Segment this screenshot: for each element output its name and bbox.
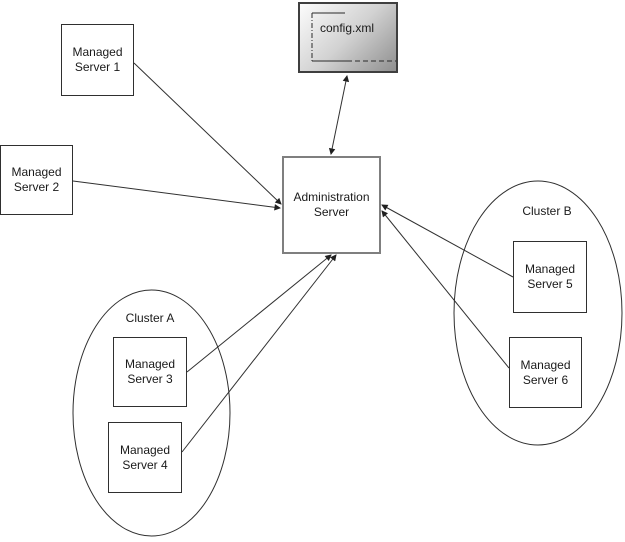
managed-server-2-label: Managed Server 2: [11, 165, 62, 194]
managed-server-6-label: Managed Server 6: [520, 357, 571, 387]
arrow-admin-config-twoway: [328, 75, 350, 155]
node-managed-server-4: Managed Server 4: [108, 422, 182, 493]
node-managed-server-6: Managed Server 6: [509, 337, 582, 408]
managed-server-3-label: Managed Server 3: [124, 357, 176, 386]
arrow-ms5-to-admin: [381, 204, 514, 278]
administration-server-label: Administration Server: [293, 190, 370, 219]
managed-server-1-label: Managed Server 1: [72, 45, 123, 74]
arrow-ms6-to-admin: [381, 210, 510, 369]
arrow-ms2-to-admin: [72, 180, 281, 211]
arrow-ms3-to-admin: [186, 254, 332, 373]
node-managed-server-2: Managed Server 2: [0, 145, 73, 215]
node-administration-server: Administration Server: [282, 156, 381, 254]
node-managed-server-1: Managed Server 1: [61, 24, 134, 96]
node-config-xml: config.xml: [298, 2, 398, 73]
managed-server-5-label: Managed Server 5: [524, 262, 576, 291]
arrow-ms4-to-admin: [181, 254, 337, 453]
cluster-b-label: Cluster B: [522, 204, 572, 218]
managed-server-4-label: Managed Server 4: [119, 442, 171, 472]
config-xml-label: config.xml: [320, 21, 375, 35]
arrow-ms1-to-admin: [133, 62, 282, 205]
cluster-a-label: Cluster A: [125, 311, 175, 325]
node-managed-server-3: Managed Server 3: [113, 337, 187, 407]
node-managed-server-5: Managed Server 5: [513, 241, 587, 313]
cluster-a-ellipse: [72, 289, 231, 537]
